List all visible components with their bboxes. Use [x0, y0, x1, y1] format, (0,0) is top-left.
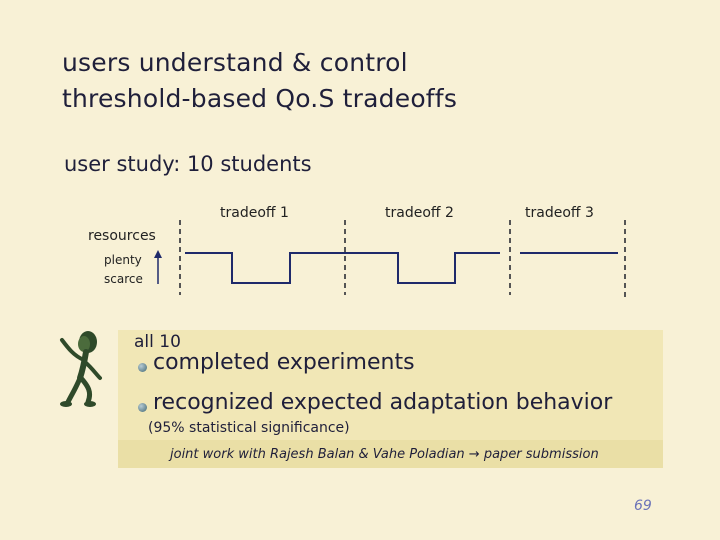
- slide-title-line1: users understand & control: [62, 48, 408, 77]
- bullet-recognized: recognized expected adaptation behavior: [153, 390, 613, 415]
- study-subtitle: user study: 10 students: [64, 152, 312, 176]
- significance-note: (95% statistical significance): [148, 420, 350, 436]
- page-number: 69: [634, 498, 652, 514]
- dancing-figure-icon: [60, 331, 102, 407]
- tradeoff-label-2: tradeoff 2: [385, 205, 454, 221]
- bullet-icon: [138, 363, 147, 372]
- arrow-right-icon: →: [468, 447, 480, 462]
- resource-signal-line: [185, 252, 500, 284]
- bullet-icon: [138, 403, 147, 412]
- resource-signal-diagram: [154, 220, 626, 297]
- tradeoff-label-1: tradeoff 1: [220, 205, 289, 221]
- results-heading: all 10: [134, 332, 181, 352]
- footnote-tail: paper submission: [483, 447, 599, 462]
- footnote: joint work with Rajesh Balan & Vahe Pola…: [170, 447, 599, 462]
- resource-axis-arrow: [154, 250, 162, 284]
- tradeoff-label-3: tradeoff 3: [525, 205, 594, 221]
- slide-title-line2: threshold-based Qo.S tradeoffs: [62, 84, 458, 113]
- bullet-completed: completed experiments: [153, 350, 415, 375]
- footnote-credit: joint work with Rajesh Balan & Vahe Pola…: [170, 447, 465, 462]
- level-scarce-label: scarce: [104, 272, 143, 286]
- results-panel: [118, 330, 663, 440]
- resources-axis-label: resources: [88, 228, 156, 244]
- footnote-panel: [118, 440, 663, 468]
- level-plenty-label: plenty: [104, 253, 142, 267]
